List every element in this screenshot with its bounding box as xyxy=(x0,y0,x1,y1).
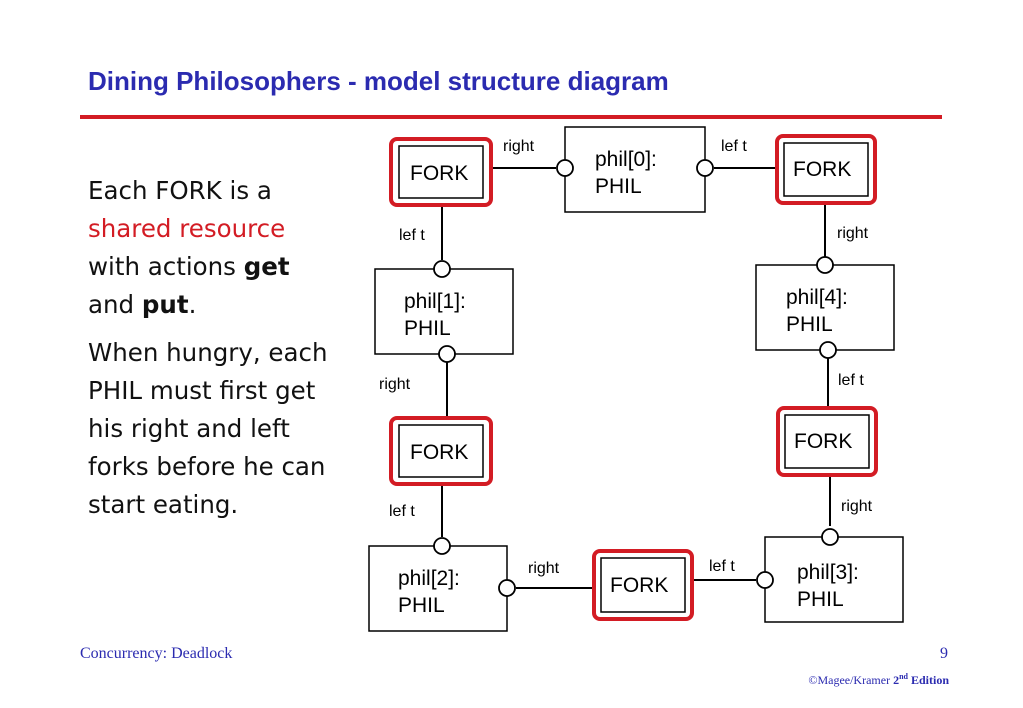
fork-inner-2 xyxy=(784,414,870,469)
port-phil1-left xyxy=(433,260,451,278)
fork-label-2: FORK xyxy=(794,430,852,453)
copyright-text: ©Magee/Kramer xyxy=(808,673,891,687)
text-period: . xyxy=(188,290,197,319)
keyword-get: get xyxy=(243,252,290,281)
phil-box-3 xyxy=(764,536,904,623)
port-phil1-right xyxy=(438,345,456,363)
text-fork-is-a: Each FORK is a xyxy=(88,176,272,205)
phil-type-2: PHIL xyxy=(398,594,445,617)
port-label-phil2-right: right xyxy=(528,560,560,577)
port-label-phil1-right: right xyxy=(379,376,411,393)
edition-suffix: nd xyxy=(899,672,908,681)
fork-inner-4 xyxy=(398,424,484,478)
phil-type-0: PHIL xyxy=(595,175,642,198)
footer-course-title: Concurrency: Deadlock xyxy=(80,645,233,662)
footer-page-number: 9 xyxy=(940,645,948,662)
port-phil0-left xyxy=(696,159,714,177)
edition-word: Edition xyxy=(910,673,949,687)
port-label-phil0-left: lef t xyxy=(721,138,747,155)
edition-number: 2 xyxy=(893,673,900,687)
port-label-phil3-right: right xyxy=(841,498,873,515)
phil-box-2 xyxy=(368,545,508,632)
port-label-phil1-left: lef t xyxy=(399,227,425,244)
port-phil2-left xyxy=(433,537,451,555)
port-phil3-right xyxy=(821,528,839,546)
fork-box-1 xyxy=(775,134,877,205)
text-and: and xyxy=(88,290,135,319)
fork-box-0 xyxy=(389,137,493,207)
fork-inner-1 xyxy=(783,142,869,197)
text-with-actions: with actions xyxy=(88,252,236,281)
fork-label-4: FORK xyxy=(410,441,468,464)
paragraph-hungry: When hungry, each PHIL must first get hi… xyxy=(88,338,328,519)
fork-label-1: FORK xyxy=(793,158,851,181)
phil-name-0: phil[0]: xyxy=(595,148,657,171)
keyword-put: put xyxy=(141,290,189,319)
fork-box-4 xyxy=(389,416,493,486)
phil-name-2: phil[2]: xyxy=(398,567,460,590)
port-label-phil2-left: lef t xyxy=(389,503,415,520)
fork-inner-3 xyxy=(600,557,686,613)
slide-title: Dining Philosophers - model structure di… xyxy=(88,66,669,96)
port-phil4-right xyxy=(816,256,834,274)
fork-label-0: FORK xyxy=(410,162,468,185)
edition-label: 2nd Edition xyxy=(893,672,949,687)
port-label-phil4-left: lef t xyxy=(838,372,864,389)
fork-inner-0 xyxy=(398,145,484,199)
port-phil4-left xyxy=(819,341,837,359)
port-phil0-right xyxy=(556,159,574,177)
port-phil3-left xyxy=(756,571,774,589)
phil-type-1: PHIL xyxy=(404,317,451,340)
phil-name-1: phil[1]: xyxy=(404,290,466,313)
fork-box-2 xyxy=(776,406,878,477)
fork-label-3: FORK xyxy=(610,574,668,597)
phil-name-3: phil[3]: xyxy=(797,561,859,584)
highlight-shared-resource: shared resource xyxy=(88,214,286,243)
footer-copyright: ©Magee/Kramer 2nd Edition xyxy=(808,672,949,688)
phil-type-4: PHIL xyxy=(786,313,833,336)
port-phil2-right xyxy=(498,579,516,597)
phil-name-4: phil[4]: xyxy=(786,286,848,309)
paragraph-fork-resource: Each FORK is a shared resource with acti… xyxy=(88,172,338,324)
phil-type-3: PHIL xyxy=(797,588,844,611)
port-label-phil3-left: lef t xyxy=(709,558,735,575)
body-text: Each FORK is a shared resource with acti… xyxy=(88,172,338,534)
connection-lines xyxy=(441,167,831,589)
fork-box-3 xyxy=(592,549,694,621)
phil-box-1 xyxy=(374,268,514,355)
port-label-phil4-right: right xyxy=(837,225,869,242)
title-divider xyxy=(80,115,942,119)
phil-box-0 xyxy=(564,126,706,213)
port-label-phil0-right: right xyxy=(503,138,535,155)
